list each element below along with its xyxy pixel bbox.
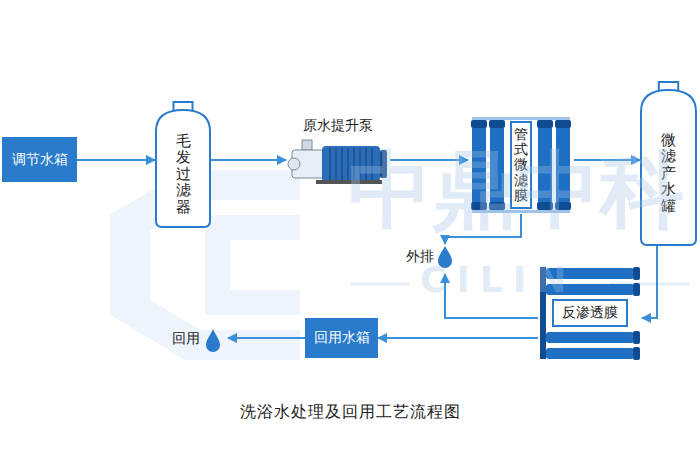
node-label: 回用水箱 [314,329,370,347]
water-tank-box: 回用水箱 [305,318,378,358]
flow-arrow [77,159,155,161]
water-tank-box: 调节水箱 [2,137,77,182]
flow-arrow [642,246,657,318]
watermark: 中鼎中科 [348,148,684,232]
flow-arrow [378,337,538,339]
node-label: 原水提升泵 [303,116,373,134]
water-drop [206,329,220,352]
node-label: 毛发过滤器 [176,133,191,216]
flow-arrow [211,159,286,161]
node-label: 反渗透膜 [552,299,628,327]
watermark: CILIN [420,262,576,298]
outlet-label: 回用 [172,330,200,348]
figure-caption: 洗浴水处理及回用工艺流程图 [0,402,700,423]
reuse-line [228,337,305,339]
node-label: 调节水箱 [12,151,68,169]
filter-tank: 毛发过滤器 [155,100,211,228]
